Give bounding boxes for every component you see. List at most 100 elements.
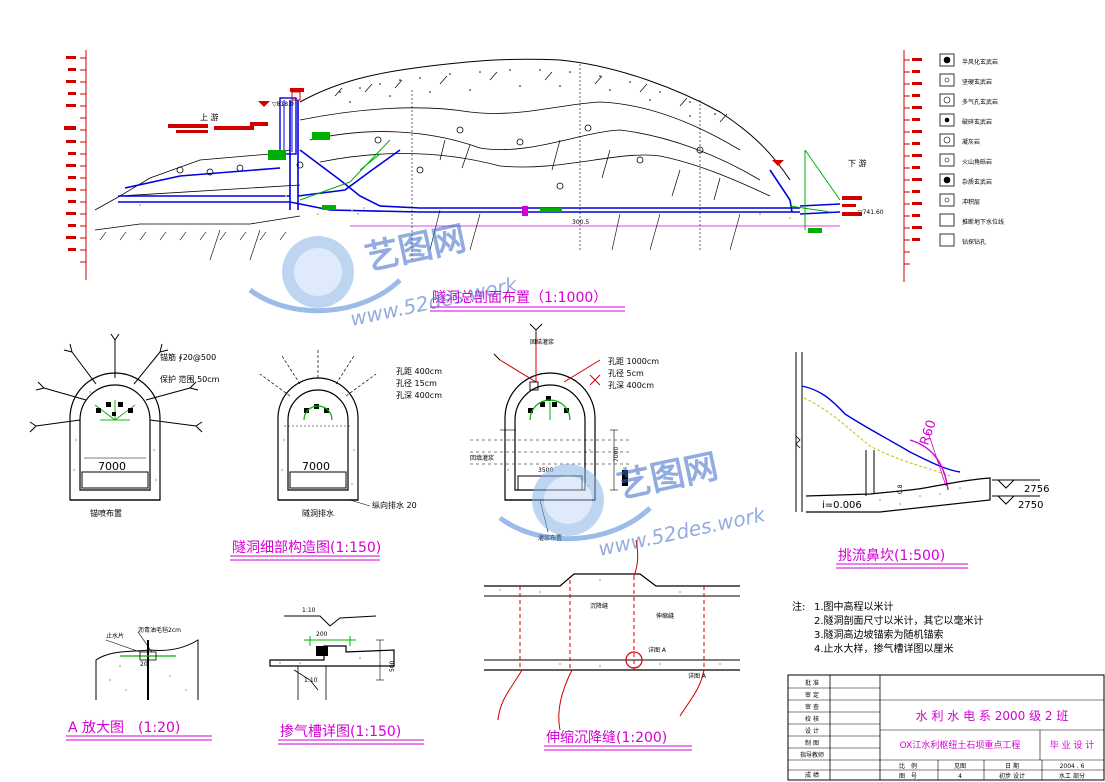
role-approve: 批 准 [805, 679, 819, 687]
aeration-slope-bottom: 1:10 [304, 677, 318, 684]
legend-label-9: 钻探钻孔 [962, 238, 986, 246]
section2-note-spacing: 孔距 400cm [396, 367, 442, 376]
legend-item-0: 半风化玄武岩 [962, 58, 998, 66]
joint-detail-a-label-1: 详图 A [648, 646, 667, 654]
note-3: 3.隧洞高边坡锚索为随机锚索 [814, 628, 944, 641]
watermark-brand-bottom: 艺图网 [614, 446, 722, 506]
section3-note-depth: 孔深 400cm [608, 381, 654, 390]
weathered-basalt-icon-mark [943, 56, 951, 64]
left-elevation-scale [80, 50, 87, 280]
legend-label-0: 半风化玄武岩 [962, 58, 998, 66]
notes-prefix: 注: [792, 600, 805, 613]
legend-label-4: 凝灰岩 [962, 138, 980, 146]
date-label: 日 期 [1005, 762, 1019, 770]
project-name: OX江水利枢纽土石坝重点工程 [900, 739, 1021, 751]
tuff-icon-mark [943, 136, 951, 144]
section-anchors: 7000 锚筋 ∮20@500 保护 范围 50cm 锚喷布置 [29, 333, 220, 518]
weathered-basalt-icon [939, 53, 955, 67]
legend-label-2: 多气孔玄武岩 [962, 98, 998, 106]
legend-item-9: 钻探钻孔 [962, 238, 986, 246]
aeration-dim-top: 200 [316, 631, 328, 638]
design-notes: 注: 1.图中高程以米计 2.隧洞剖面尺寸以米计，其它以毫米计 3.隧洞高边坡锚… [792, 600, 984, 655]
bucket-dim: 0.8 [897, 484, 904, 494]
aeration-title: 掺气槽详图(1:150) [280, 723, 401, 740]
legend-item-7: 冲积层 [962, 198, 980, 206]
section1-caption: 锚喷布置 [90, 508, 122, 518]
role-examine: 审 定 [805, 691, 819, 699]
section3-dim-b: 7000 [613, 447, 620, 462]
note-1: 1.图中高程以米计 [814, 600, 894, 613]
joint-title: 伸缩沉降缝(1:200) [546, 730, 667, 746]
section3-backfill-grouting: 回填灌浆 [470, 454, 494, 462]
a-detail: 止水片 沥青油毛毡2cm 20 A 放大图 (1:20) [66, 626, 212, 741]
alluvium-icon-mark [944, 197, 950, 203]
role-grade: 成 绩 [805, 771, 819, 779]
hard-basalt-icon [939, 73, 955, 87]
vesicular-basalt-icon [939, 93, 955, 107]
aeration-detail: 1:10 200 1:10 500 掺气槽详图(1:150) [269, 607, 424, 745]
section-drainage: 7000 孔距 400cm 孔径 15cm 孔深 400cm 隧洞排水 纵向排水… [230, 350, 442, 561]
section3-consolidation-grouting: 固结灌浆 [530, 338, 554, 346]
aeration-slope-top: 1:10 [302, 607, 316, 614]
a-detail-dim: 20 [140, 661, 148, 668]
section3-note-diameter: 孔径 5cm [608, 368, 644, 378]
role-draw: 制 图 [805, 739, 819, 747]
watermark-top: 艺图网 www.52des.work [248, 218, 520, 331]
title-block: 批 准 审 定 审 查 校 核 设 计 制 图 指导教师 成 绩 水 利 水 电… [787, 674, 1105, 781]
downstream-elevation: ▽741.60 [858, 209, 884, 216]
a-detail-asphalt: 沥青油毛毡2cm [138, 626, 181, 634]
mountain-outline [299, 58, 791, 181]
flip-bucket-detail: R60 i=0.006 0.8 2756 2750 挑流鼻坎(1:500) [795, 352, 1049, 569]
legend-label-3: 破碎玄武岩 [962, 118, 992, 126]
drawing-number-label: 图 号 [899, 773, 917, 780]
role-advisor: 指导教师 [800, 751, 824, 759]
vesicular-basalt-icon-mark [943, 96, 951, 104]
joint-settlement-label: 沉降缝 [590, 602, 608, 610]
downstream-label: 下 游 [848, 158, 867, 168]
hard-basalt-icon-mark [944, 77, 950, 83]
length-value: 300.5 [572, 219, 589, 226]
length-dimension: 300.5 [350, 219, 840, 227]
legend-item-6: 杂质玄武岩 [962, 178, 992, 186]
tunnel-profile: ▽818.0 上 游 ▽741.60 下 游 [64, 50, 922, 312]
right-elevation-scale [903, 50, 910, 282]
upstream-elevation: ▽818.0 [272, 101, 294, 108]
borehole-icon [939, 233, 955, 247]
legend-item-8: 推断地下水位线 [962, 218, 1004, 226]
legend-item-3: 破碎玄武岩 [962, 118, 992, 126]
tuff-icon [939, 133, 955, 147]
legend-item-4: 凝灰岩 [962, 138, 980, 146]
project-stage: 毕 业 设 计 [1050, 739, 1095, 751]
joint-detail-a-label-2: 详图 A [688, 672, 707, 680]
section2-width: 7000 [302, 460, 330, 473]
watermark-bottom: 艺图网 www.52des.work [498, 446, 768, 561]
main-profile-title: 隧洞总剖面布置（1:1000） [432, 290, 607, 306]
note-2: 2.隧洞剖面尺寸以米计，其它以毫米计 [814, 614, 984, 627]
downstream-water-level: ▽741.60 下 游 [772, 149, 884, 230]
section3-note-spacing: 孔距 1000cm [608, 357, 659, 366]
detail-structure-title: 隧洞细部构造图(1:150) [232, 540, 381, 556]
design-part: 水工 部分 [1059, 772, 1085, 780]
scale-label: 比 例 [899, 762, 917, 770]
legend-label-8: 推断地下水位线 [962, 218, 1004, 226]
joint-expansion-label: 伸缩缝 [656, 612, 674, 620]
broken-basalt-icon-mark [944, 117, 950, 123]
impure-basalt-icon [939, 173, 955, 187]
volcanic-breccia-icon [939, 153, 955, 167]
a-detail-title: A 放大图 (1:20) [68, 720, 180, 736]
drawing-number-value: 4 [958, 773, 962, 780]
flip-bucket-title: 挑流鼻坎(1:500) [838, 547, 945, 564]
broken-basalt-icon [939, 113, 955, 127]
tunnel-alignment [118, 100, 841, 215]
design-stage: 初步 设计 [999, 772, 1025, 780]
upstream-water-level: ▽818.0 上 游 [168, 88, 304, 133]
expansion-joint-detail: 沉降缝 伸缩缝 详图 A 详图 A 伸缩沉降缝(1:200) [484, 539, 740, 751]
legend-label-1: 坚硬玄武岩 [962, 78, 992, 86]
role-check: 校 核 [805, 715, 819, 723]
impure-basalt-icon-mark [943, 176, 951, 184]
section2-drain: 纵向排水 20 [372, 500, 417, 510]
bucket-elevation-top: 2756 [1024, 484, 1049, 495]
date-value: 2004 . 6 [1060, 763, 1085, 770]
section3-dim-a: 3500 [538, 467, 553, 474]
